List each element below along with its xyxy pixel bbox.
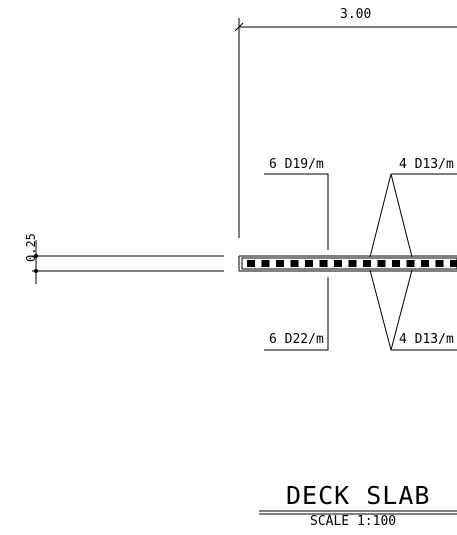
rebar-bar bbox=[247, 260, 255, 267]
width-dim-tick bbox=[234, 22, 244, 32]
rebar-bar bbox=[450, 260, 457, 267]
rebar-bar bbox=[290, 260, 299, 267]
rebar-bar bbox=[261, 260, 270, 267]
rebar-bar bbox=[406, 260, 415, 267]
rebar-bar bbox=[392, 260, 400, 267]
rebar-band bbox=[241, 257, 457, 270]
bottom-reinforcement-left-label: 6 D22/m bbox=[269, 332, 324, 347]
rebar-dots bbox=[247, 260, 457, 267]
thickness-dimension-label: 0.25 bbox=[24, 233, 38, 262]
rebar-bar bbox=[305, 260, 313, 267]
thickness-tick-bottom-dot bbox=[34, 269, 38, 273]
rebar-bar bbox=[276, 260, 284, 267]
leader-lines-right bbox=[369, 173, 457, 351]
width-dimension-label: 3.00 bbox=[340, 7, 372, 22]
top-reinforcement-left-label: 6 D19/m bbox=[269, 157, 324, 172]
title-underline bbox=[259, 510, 457, 515]
slab-section bbox=[238, 255, 457, 272]
rebar-bar bbox=[363, 260, 371, 267]
thickness-tick-top-dot bbox=[34, 254, 38, 258]
rebar-bar bbox=[421, 260, 429, 267]
rebar-bar bbox=[319, 260, 328, 267]
rebar-bar bbox=[348, 260, 357, 267]
rebar-bar bbox=[334, 260, 342, 267]
top-reinforcement-right-label: 4 D13/m bbox=[399, 157, 454, 172]
slab-left-fragment bbox=[40, 255, 224, 272]
width-dimension bbox=[234, 18, 457, 238]
rebar-bar bbox=[435, 260, 444, 267]
drawing-scale: SCALE 1:100 bbox=[310, 514, 397, 529]
leader-lines-left bbox=[264, 173, 329, 351]
drawing-title: DECK SLAB bbox=[286, 481, 431, 510]
bottom-reinforcement-right-label: 4 D13/m bbox=[399, 332, 454, 347]
rebar-bar bbox=[377, 260, 386, 267]
